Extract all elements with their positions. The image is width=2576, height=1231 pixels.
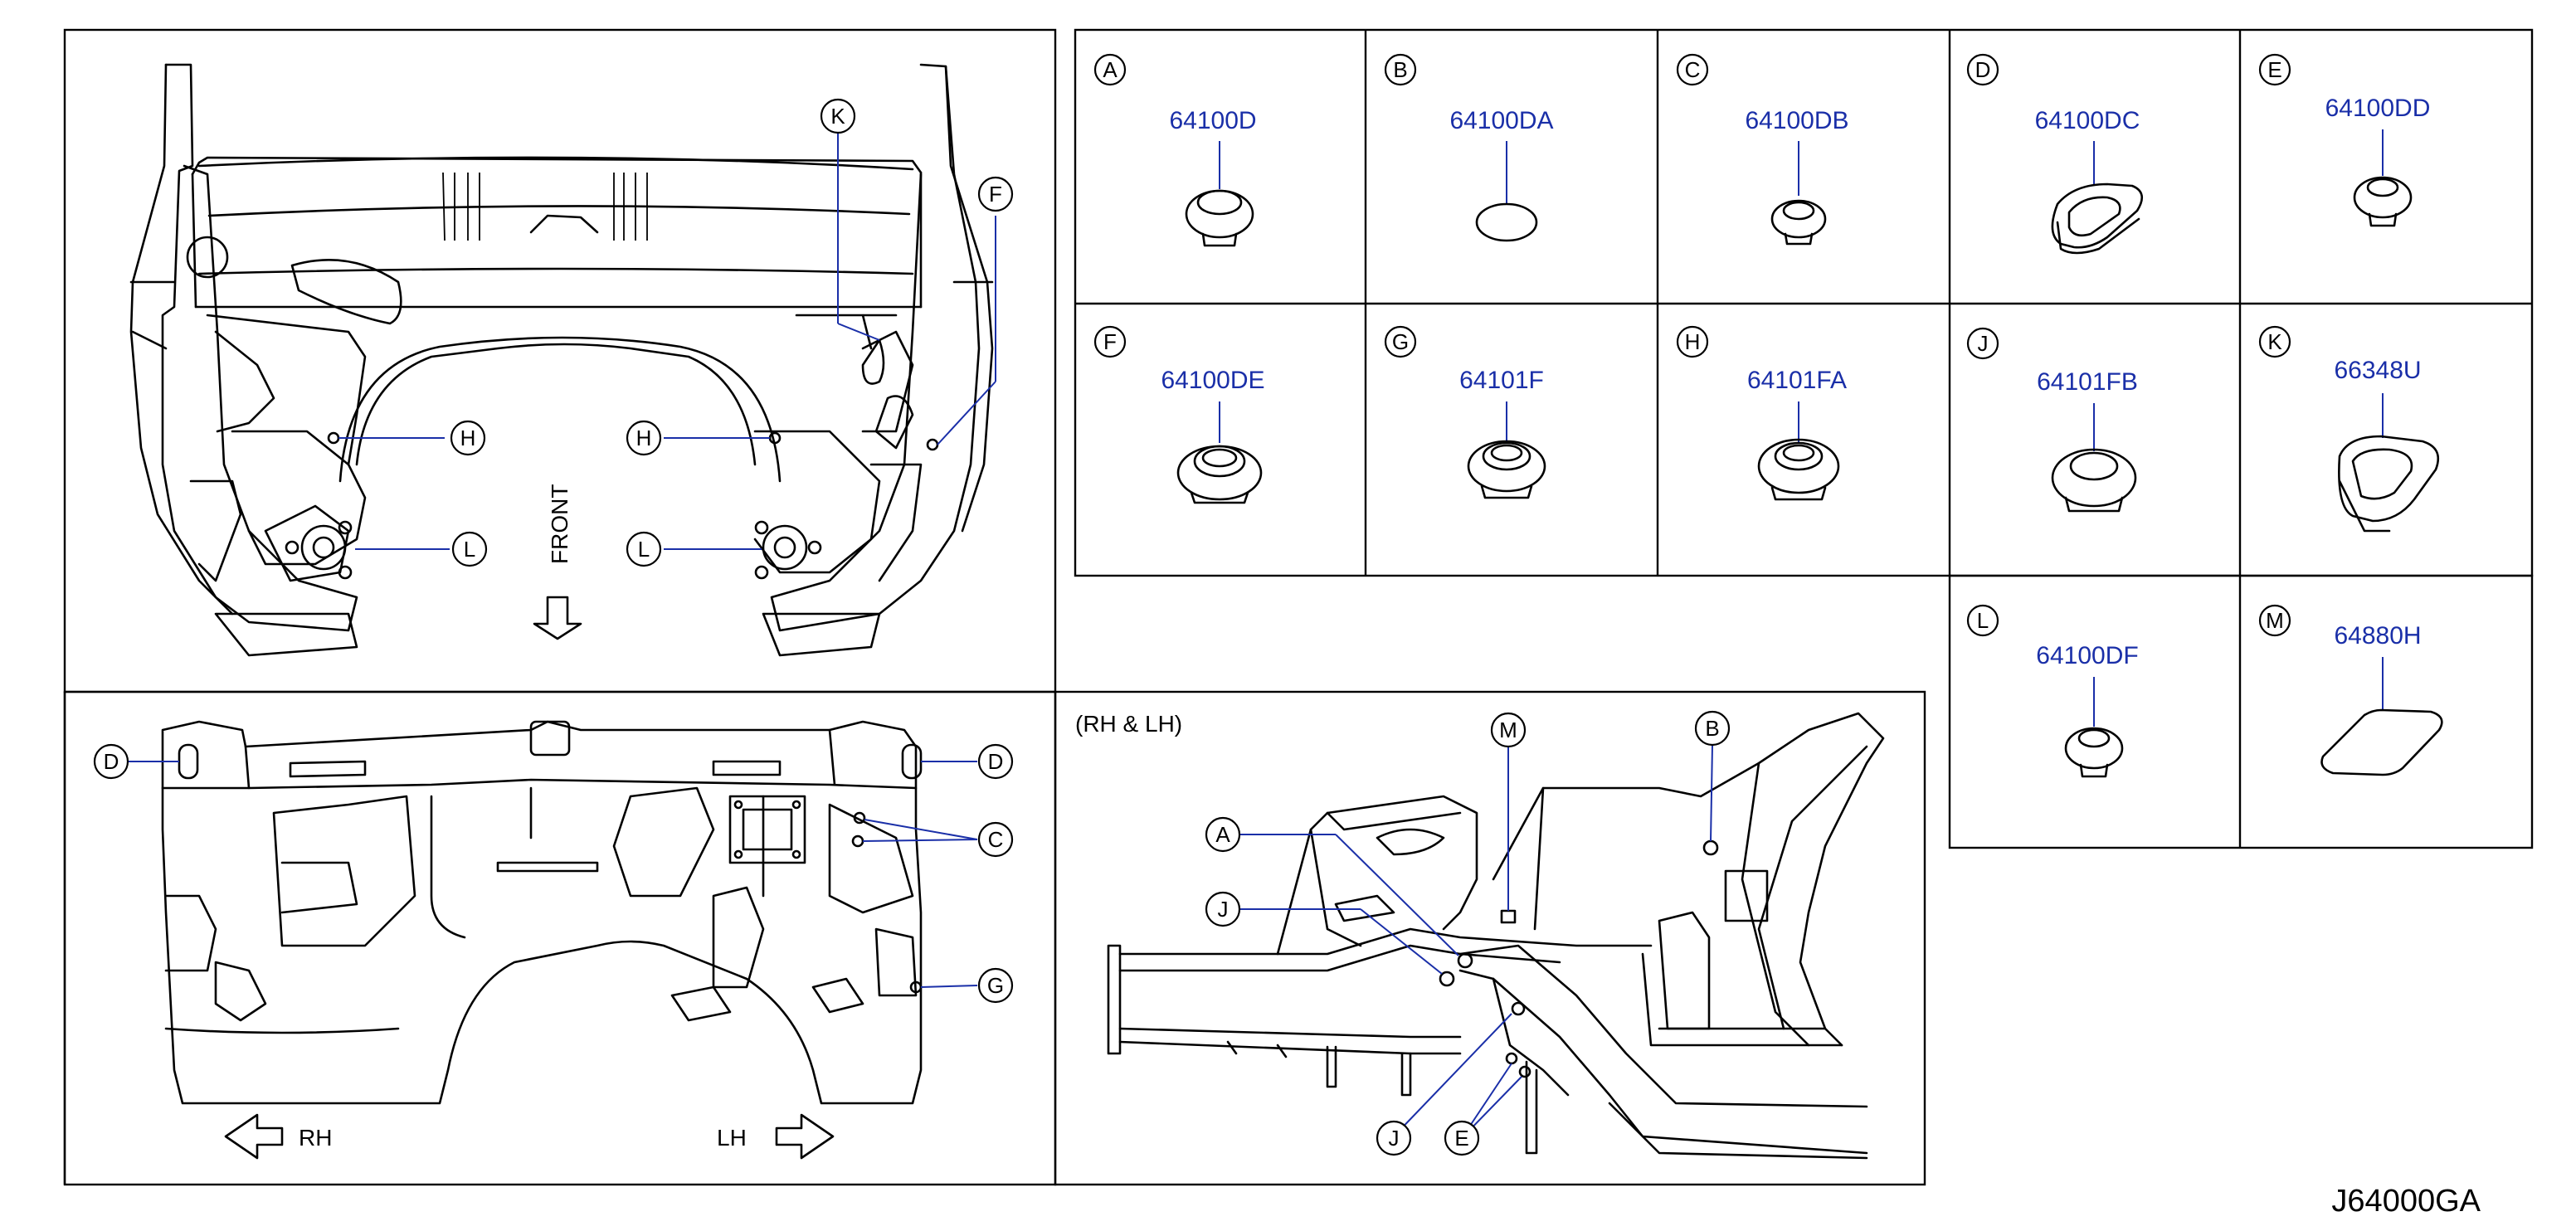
svg-text:64100DC: 64100DC xyxy=(2035,107,2140,134)
diagram-id: J64000GA xyxy=(2331,1184,2481,1219)
svg-text:A: A xyxy=(1103,57,1118,82)
svg-text:M: M xyxy=(1499,718,1517,742)
view1-leaders xyxy=(338,133,996,550)
svg-text:E: E xyxy=(2267,57,2281,82)
part-cell-k: K 66348U xyxy=(2258,325,2440,533)
callout-a: A xyxy=(1205,816,1241,853)
seal-m-shape xyxy=(2320,708,2443,776)
grommet-a-shape xyxy=(1185,189,1254,247)
callout-l-right: L xyxy=(626,531,662,567)
callout-f: F xyxy=(977,176,1014,212)
part-cell-l: L 64100DF xyxy=(1966,604,2139,778)
part-cell-a: A 64100D xyxy=(1093,53,1257,247)
svg-text:E: E xyxy=(1454,1126,1468,1151)
svg-text:J: J xyxy=(1389,1126,1400,1151)
svg-text:64100DF: 64100DF xyxy=(2036,642,2138,669)
svg-text:J: J xyxy=(1978,331,1989,356)
grommet-h-shape xyxy=(1757,438,1840,501)
callout-b: B xyxy=(1694,710,1731,747)
svg-text:M: M xyxy=(2266,608,2284,633)
svg-text:66348U: 66348U xyxy=(2334,357,2421,384)
grommet-c-shape xyxy=(1770,199,1827,246)
svg-text:B: B xyxy=(1705,716,1719,741)
parts-table xyxy=(1074,28,2534,849)
grommet-g-shape xyxy=(1467,440,1546,499)
view3-leaders xyxy=(1239,744,1713,1139)
svg-text:64101FA: 64101FA xyxy=(1747,367,1847,394)
side-member-drawing xyxy=(1107,712,1885,1160)
svg-text:K: K xyxy=(2267,329,2282,354)
rh-direction-arrow: RH xyxy=(224,1113,332,1160)
plug-b-shape xyxy=(1475,202,1538,242)
callout-l-left: L xyxy=(451,531,488,567)
svg-text:64100DA: 64100DA xyxy=(1449,107,1553,134)
callout-j-lower: J xyxy=(1376,1120,1412,1156)
callout-d-right: D xyxy=(977,743,1014,780)
callout-k: K xyxy=(820,98,856,134)
svg-text:L: L xyxy=(638,537,650,562)
svg-text:H: H xyxy=(460,426,476,450)
lh-label: LH xyxy=(717,1125,747,1151)
grommet-l-shape xyxy=(2064,727,2124,778)
grommet-k-shape xyxy=(2338,435,2440,533)
callout-g: G xyxy=(977,967,1014,1004)
svg-text:64100DD: 64100DD xyxy=(2325,95,2431,122)
svg-text:J: J xyxy=(1218,897,1229,922)
part-cell-c: C 64100DB xyxy=(1676,53,1849,246)
svg-text:64100DE: 64100DE xyxy=(1161,367,1264,394)
callout-j-upper: J xyxy=(1205,891,1241,927)
view2-leaders xyxy=(128,761,978,988)
rh-lh-label: (RH & LH) xyxy=(1075,711,1182,737)
svg-text:C: C xyxy=(988,827,1004,852)
callout-d-left: D xyxy=(93,743,129,780)
view-side-frame xyxy=(1054,690,1926,1186)
callout-m: M xyxy=(1490,712,1527,748)
part-cell-m: M 64880H xyxy=(2258,604,2443,776)
part-cell-f: F 64100DE xyxy=(1093,325,1265,504)
svg-text:L: L xyxy=(1977,608,1989,633)
part-cell-g: G 64101F xyxy=(1384,325,1546,499)
lh-direction-arrow: LH xyxy=(717,1113,835,1160)
svg-text:A: A xyxy=(1215,822,1230,847)
svg-text:64880H: 64880H xyxy=(2334,622,2421,650)
callout-e: E xyxy=(1444,1120,1480,1156)
svg-text:B: B xyxy=(1393,57,1407,82)
svg-text:64101FB: 64101FB xyxy=(2037,368,2138,396)
svg-text:H: H xyxy=(1685,329,1701,354)
svg-text:C: C xyxy=(1685,57,1701,82)
callout-h-left: H xyxy=(450,420,486,456)
part-cell-e: E 64100DD xyxy=(2258,53,2431,227)
svg-text:F: F xyxy=(1103,329,1117,354)
part-cell-j: J 64101FB xyxy=(1966,327,2138,513)
svg-text:G: G xyxy=(987,973,1004,998)
grommet-f-shape xyxy=(1176,445,1263,504)
engine-bay-top-drawing xyxy=(129,63,994,657)
svg-text:D: D xyxy=(988,749,1004,774)
front-label: FRONT xyxy=(547,484,572,564)
part-cell-b: B 64100DA xyxy=(1384,53,1554,242)
rh-label: RH xyxy=(299,1125,332,1151)
svg-text:D: D xyxy=(104,749,119,774)
part-cell-h: H 64101FA xyxy=(1676,325,1847,501)
grommet-e-shape xyxy=(2353,176,2413,227)
svg-text:G: G xyxy=(1392,329,1409,354)
svg-text:H: H xyxy=(636,426,652,450)
callout-c: C xyxy=(977,821,1014,858)
callout-h-right: H xyxy=(626,420,662,456)
front-direction-arrow: FRONT xyxy=(533,484,582,640)
svg-text:K: K xyxy=(830,104,845,129)
svg-text:F: F xyxy=(989,182,1002,207)
svg-text:D: D xyxy=(1975,57,1991,82)
svg-text:64100D: 64100D xyxy=(1169,107,1256,134)
grommet-j-shape xyxy=(2051,448,2137,513)
grommet-d-shape xyxy=(2051,182,2144,255)
part-cell-d: D 64100DC xyxy=(1966,53,2144,255)
svg-text:64100DB: 64100DB xyxy=(1745,107,1848,134)
dash-panel-drawing xyxy=(161,720,923,1105)
svg-text:64101F: 64101F xyxy=(1459,367,1544,394)
svg-text:L: L xyxy=(464,537,475,562)
